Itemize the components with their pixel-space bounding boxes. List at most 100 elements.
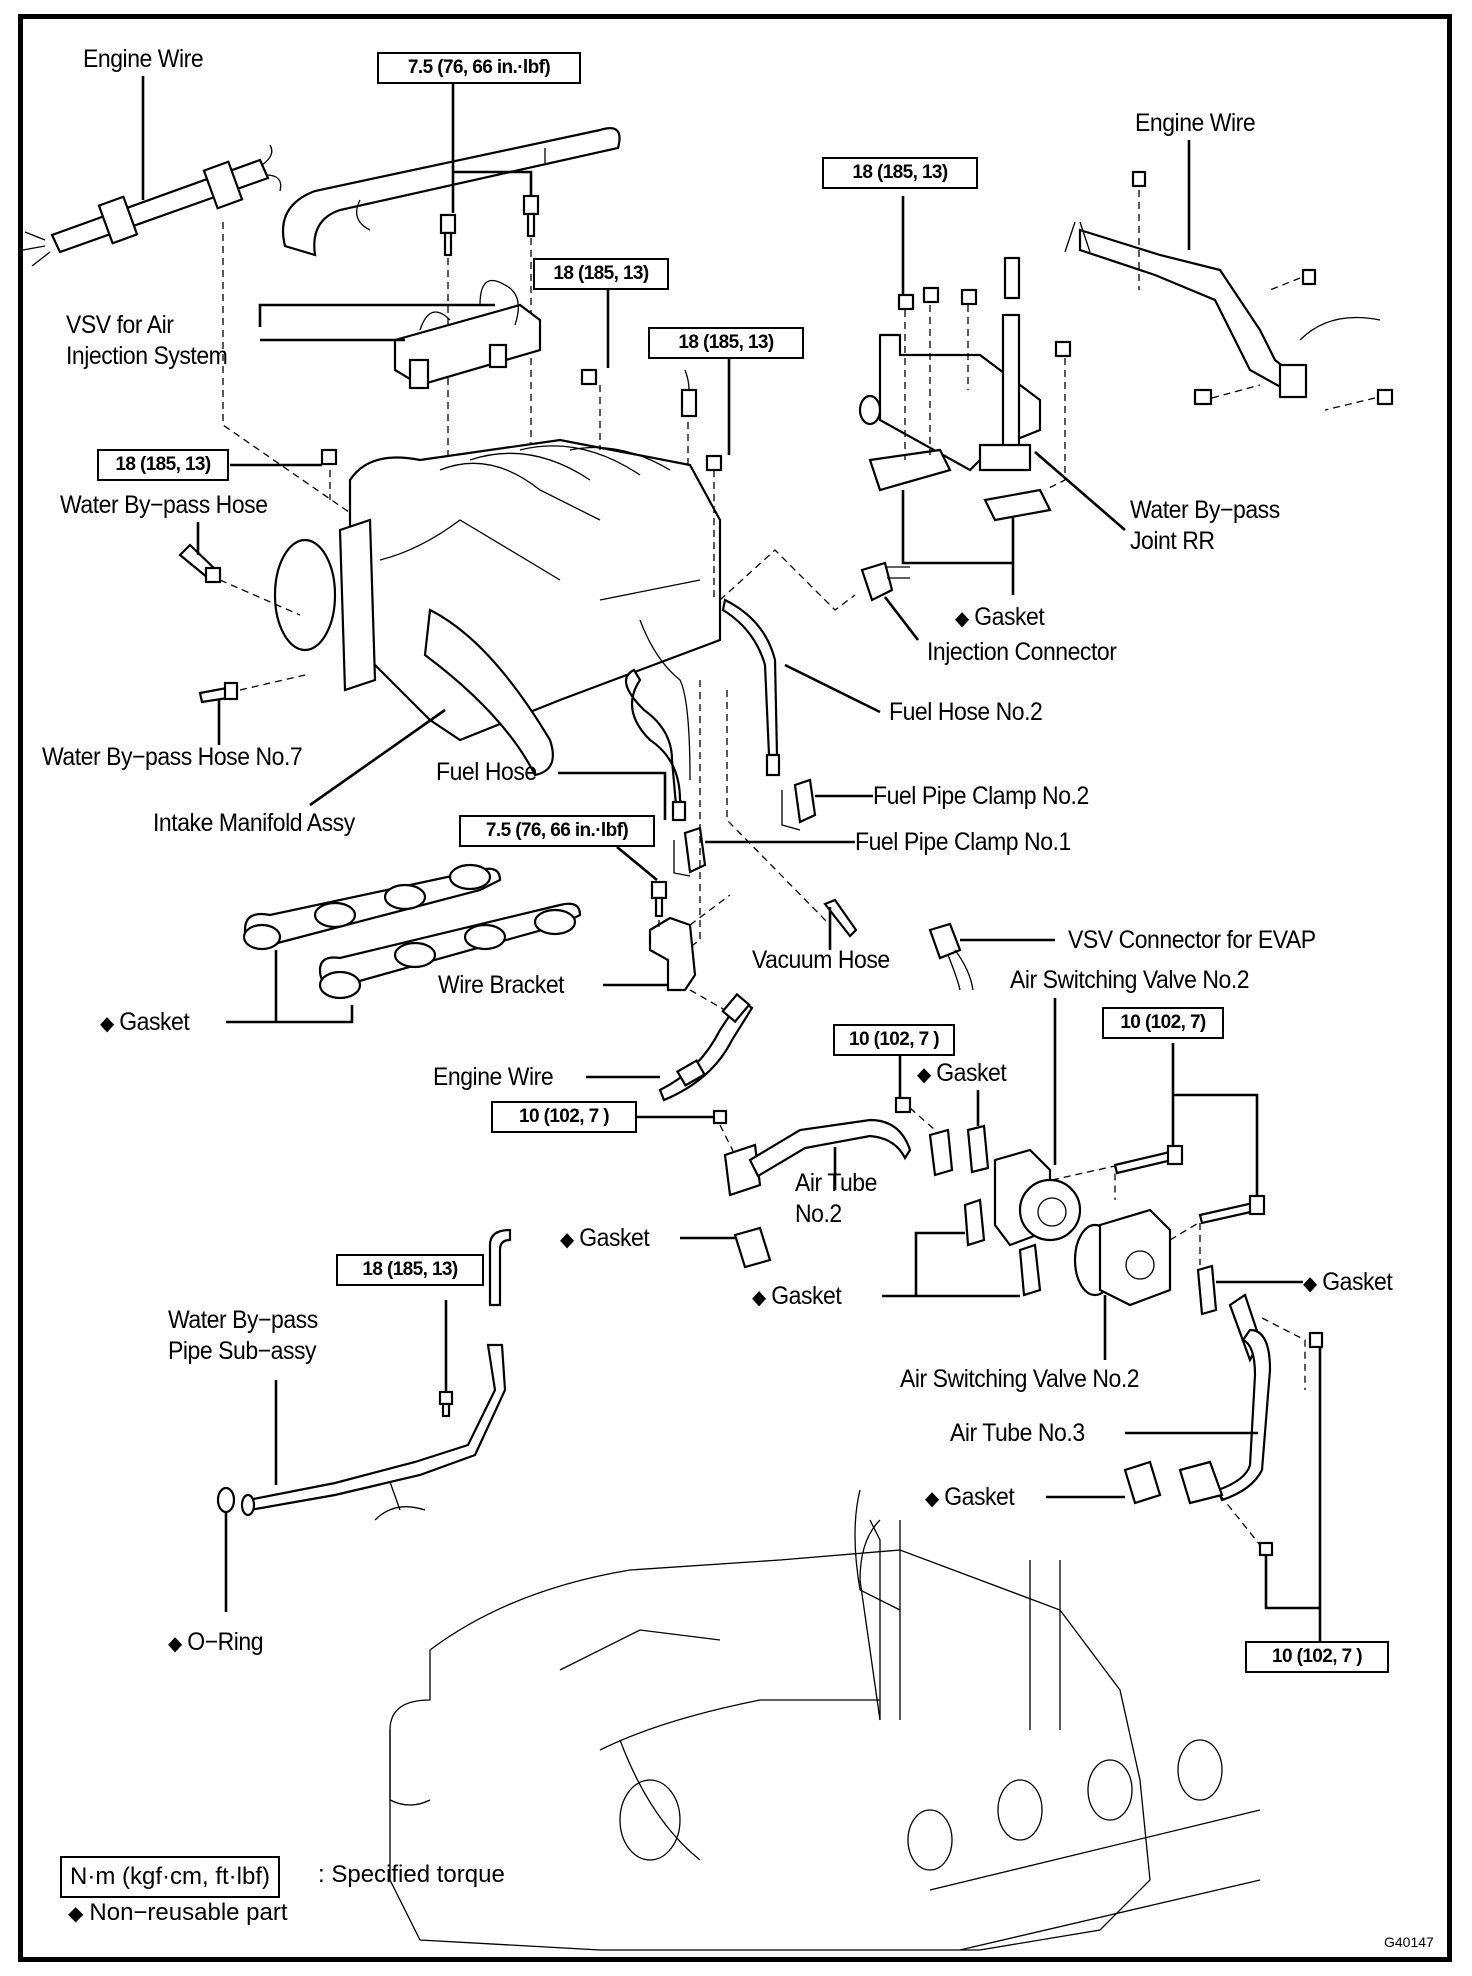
torque-box-10-bottom: 10 (102, 7 ) xyxy=(1245,1641,1389,1673)
dash-joint-nuts xyxy=(904,305,1066,491)
torque-box-7-5-bracket: 7.5 (76, 66 in.·lbf) xyxy=(459,815,655,847)
label-engine-wire-top-left: Engine Wire xyxy=(83,45,204,73)
non-reusable-diamond-icon: ◆ xyxy=(917,1064,931,1086)
leader-torque-10-valve xyxy=(1171,1043,1259,1196)
torque-box-7-5-top: 7.5 (76, 66 in.·lbf) xyxy=(377,52,581,84)
engine-wire-mid-part xyxy=(658,992,754,1102)
label-water-bypass-hose-no7: Water By−pass Hose No.7 xyxy=(42,743,303,771)
dash-air-tube-no2 xyxy=(719,1107,936,1156)
intake-gasket-part xyxy=(242,863,502,951)
bolt-icon xyxy=(1131,170,1147,188)
water-bypass-joint-part xyxy=(858,256,1042,472)
intake-manifold-part xyxy=(273,438,722,781)
label-air-switching-valve-no2-top: Air Switching Valve No.2 xyxy=(1010,966,1250,994)
legend-torque-description: : Specified torque xyxy=(318,1861,505,1888)
legend-non-reusable-text: Non−reusable part xyxy=(89,1899,288,1926)
label-gasket-valve-right: ◆Gasket xyxy=(1303,1267,1393,1299)
engine-wire-top-right-part xyxy=(1064,221,1381,399)
bolt-icon xyxy=(439,213,457,257)
bolt-icon xyxy=(1301,268,1317,286)
air-hose-top-part xyxy=(281,127,621,257)
label-vsv-air-injection: VSV for Air Injection System xyxy=(66,311,228,370)
gasket-text: Gasket xyxy=(1322,1268,1393,1296)
bolt-icon xyxy=(1308,1331,1324,1349)
bolt-icon xyxy=(438,1390,454,1418)
gasket-part xyxy=(733,1226,772,1269)
water-bypass-hose-no7-part xyxy=(198,681,239,704)
label-gasket-manifold: ◆Gasket xyxy=(100,1007,190,1039)
fuel-pipe-clamp-no2-part xyxy=(781,778,817,831)
leader-gasket-manifold xyxy=(226,950,354,1024)
label-air-tube-no2: Air Tube No.2 xyxy=(795,1169,877,1228)
engine-wire-top-left-part xyxy=(22,144,282,267)
dash-engine-wire-tr xyxy=(1138,190,1376,411)
dash-manifold-nuts xyxy=(329,385,715,600)
water-bypass-hose-part xyxy=(178,543,222,584)
label-fuel-pipe-clamp-no1: Fuel Pipe Clamp No.1 xyxy=(855,828,1071,856)
intake-gasket-part xyxy=(318,902,582,1000)
dash-wire-bracket xyxy=(658,894,731,1011)
leader-injection-connector xyxy=(883,596,920,641)
figure-number: G40147 xyxy=(1384,1934,1434,1950)
label-air-tube-no3: Air Tube No.3 xyxy=(950,1419,1085,1447)
sensor-connector-part xyxy=(680,369,698,418)
air-switching-valve-part xyxy=(1073,1208,1172,1307)
label-vacuum-hose: Vacuum Hose xyxy=(752,946,890,974)
dash-air-tube-no3 xyxy=(1219,1317,1306,1546)
leader-intake-manifold xyxy=(309,708,446,807)
label-gasket-joint: ◆Gasket xyxy=(955,602,1045,634)
gasket-text: Gasket xyxy=(119,1008,190,1036)
o-ring-part xyxy=(216,1486,236,1514)
gasket-text: Gasket xyxy=(771,1282,842,1310)
label-fuel-pipe-clamp-no2: Fuel Pipe Clamp No.2 xyxy=(873,782,1089,810)
nut-icon xyxy=(1054,340,1072,358)
torque-box-18-left: 18 (185, 13) xyxy=(97,449,229,481)
nut-icon xyxy=(320,448,338,466)
legend-torque-unit-box: N·m (kgf·cm, ft·lbf) xyxy=(60,1856,280,1898)
nut-icon xyxy=(580,368,598,386)
leader-vsv-air xyxy=(258,303,495,342)
dash-water-bypass-hose xyxy=(219,579,301,616)
fuel-hose-no2-part xyxy=(721,598,781,777)
non-reusable-diamond-icon: ◆ xyxy=(100,1013,114,1035)
bolt-icon xyxy=(894,1096,912,1114)
label-gasket-air-tube-top: ◆Gasket xyxy=(917,1058,1007,1090)
nut-icon xyxy=(712,1109,728,1125)
non-reusable-diamond-icon: ◆ xyxy=(955,608,969,630)
leader-torque-75-top xyxy=(451,81,533,213)
leader-fuel-hose-no2 xyxy=(784,663,881,714)
water-bypass-pipe-part xyxy=(240,1228,512,1521)
o-ring-text: O−Ring xyxy=(187,1628,264,1656)
label-water-bypass-hose: Water By−pass Hose xyxy=(60,491,268,519)
bolt-icon xyxy=(1198,1194,1266,1225)
gasket-part xyxy=(966,1124,990,1174)
non-reusable-diamond-icon: ◆ xyxy=(925,1488,939,1510)
label-fuel-hose: Fuel Hose xyxy=(436,758,537,786)
non-reusable-diamond-icon: ◆ xyxy=(752,1287,766,1309)
torque-box-10-valve: 10 (102, 7) xyxy=(1102,1007,1224,1039)
air-tube-no2-part xyxy=(723,1118,954,1197)
gasket-part xyxy=(1123,1460,1162,1505)
label-gasket-air-tube-no3: ◆Gasket xyxy=(925,1482,1015,1514)
nut-icon xyxy=(1258,1541,1274,1557)
label-wire-bracket: Wire Bracket xyxy=(438,971,565,999)
leader-torque-10-bottom xyxy=(1264,1347,1322,1655)
label-air-switching-valve-no2-bottom: Air Switching Valve No.2 xyxy=(900,1365,1140,1393)
vsv-air-injection-part xyxy=(393,279,542,390)
label-o-ring: ◆O−Ring xyxy=(168,1627,264,1659)
gasket-text: Gasket xyxy=(579,1224,650,1252)
nut-icon xyxy=(897,293,915,311)
leader-fuel-hose xyxy=(558,771,667,820)
fuel-hose-part xyxy=(624,668,687,822)
leader-gasket-joint xyxy=(901,490,1015,595)
gasket-part xyxy=(868,448,952,492)
wire-bracket-part xyxy=(648,916,697,992)
label-intake-manifold-assy: Intake Manifold Assy xyxy=(153,809,355,837)
non-reusable-diamond-icon: ◆ xyxy=(560,1229,574,1251)
legend-non-reusable: ◆Non−reusable part xyxy=(68,1898,288,1929)
torque-box-10-air-tube: 10 (102, 7 ) xyxy=(833,1024,955,1056)
bolt-icon xyxy=(1193,388,1213,406)
label-engine-wire-mid: Engine Wire xyxy=(433,1063,554,1091)
diagram-frame xyxy=(18,14,1452,1962)
